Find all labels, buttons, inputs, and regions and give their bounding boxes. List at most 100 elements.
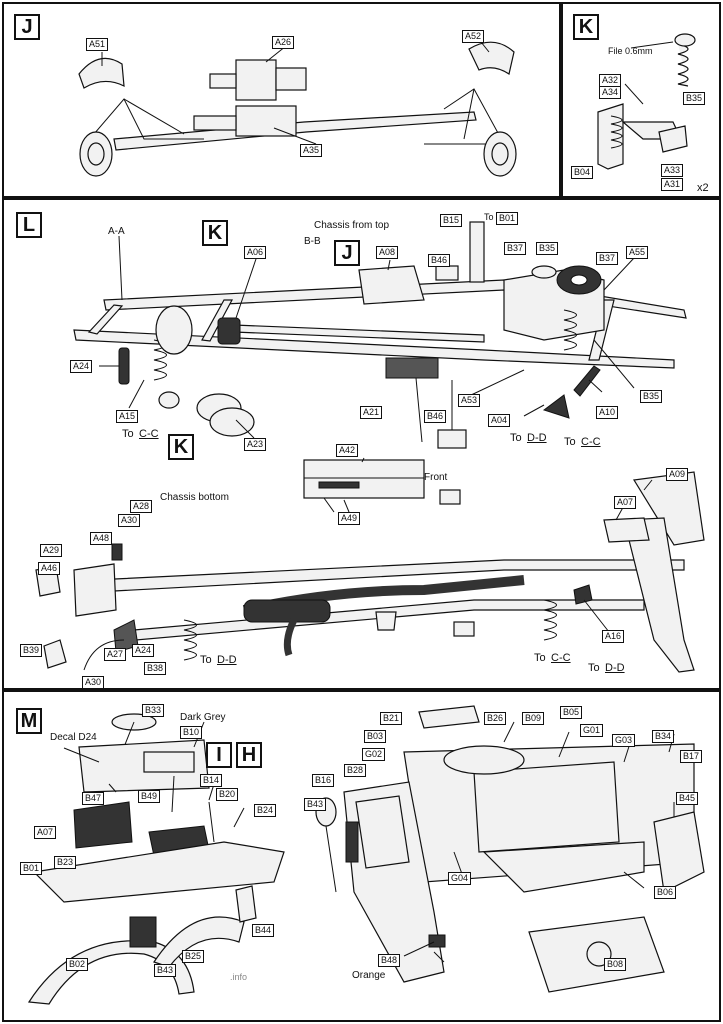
part-label: A04 [488, 414, 511, 427]
ref-target: C-C [581, 436, 601, 448]
ref-prefix: To [122, 428, 134, 440]
part-label: B05 [560, 706, 583, 719]
chassis-drawing [35, 221, 705, 673]
part-label: B46 [424, 410, 447, 423]
ref-prefix: To [564, 436, 576, 448]
ref-step-j: J [334, 240, 360, 266]
part-label: A26 [272, 36, 295, 49]
part-label: B35 [536, 242, 559, 255]
part-label: A07 [34, 826, 57, 839]
part-label: A24 [132, 644, 155, 657]
part-label: B16 [312, 774, 335, 787]
part-label: A31 [661, 178, 684, 191]
step-letter-l: L [16, 212, 42, 238]
ref-step-k: K [202, 220, 228, 246]
part-label: B48 [378, 954, 401, 967]
part-label: B01 [20, 862, 43, 875]
part-label: B49 [138, 790, 161, 803]
part-label: A53 [458, 394, 481, 407]
section-label-aa: A-A [108, 226, 125, 237]
step-letter-j: J [14, 14, 40, 40]
part-label: B25 [182, 950, 205, 963]
part-label: B44 [252, 924, 275, 937]
decal-note: Decal D24 [50, 732, 97, 743]
part-label: A46 [38, 562, 61, 575]
part-label: A55 [626, 246, 649, 259]
part-label: B38 [144, 662, 167, 675]
part-label: B35 [683, 92, 706, 105]
part-label: A52 [462, 30, 485, 43]
panel-k: K File 0.6mm A32 A34 B35 B04 A33 A31 x2 [561, 2, 721, 198]
ref-target: D-D [605, 662, 625, 674]
part-label: A27 [104, 648, 127, 661]
front-axle-assembly-drawing [78, 41, 517, 177]
part-label: B23 [54, 856, 77, 869]
part-label: A48 [90, 532, 113, 545]
ref-prefix: To [484, 212, 494, 222]
part-label: G01 [580, 724, 604, 737]
part-label: B33 [142, 704, 165, 717]
part-label: G04 [448, 872, 472, 885]
part-label: B03 [364, 730, 387, 743]
part-label: B34 [652, 730, 675, 743]
part-label: B09 [522, 712, 545, 725]
part-label: B35 [640, 390, 663, 403]
part-label: B17 [680, 750, 703, 763]
part-label: G02 [362, 748, 386, 761]
part-label: B04 [571, 166, 594, 179]
part-label: B26 [484, 712, 507, 725]
panel-j: J A51 A26 A52 A35 [2, 2, 561, 198]
part-label: A09 [666, 468, 689, 481]
part-label: B45 [676, 792, 699, 805]
quantity-note: x2 [697, 182, 709, 194]
step-letter-k: K [573, 14, 599, 40]
part-label: A06 [244, 246, 267, 259]
part-label: A10 [596, 406, 619, 419]
part-label: B37 [504, 242, 527, 255]
ref-target: D-D [527, 432, 547, 444]
part-label: B46 [428, 254, 451, 267]
part-label: B15 [440, 214, 463, 227]
part-label: B39 [20, 644, 43, 657]
view-title-bottom: Chassis bottom [160, 492, 229, 503]
step-letter-m: M [16, 708, 42, 734]
file-note: File 0.6mm [608, 46, 653, 56]
front-label: Front [424, 472, 448, 483]
color-note-orange: Orange [352, 970, 386, 981]
ref-target: C-C [551, 652, 571, 664]
part-label: A30 [118, 514, 141, 527]
part-label: A33 [661, 164, 684, 177]
part-label: B24 [254, 804, 277, 817]
part-label: A15 [116, 410, 139, 423]
panel-m: M [2, 690, 721, 1022]
ref-target: D-D [217, 654, 237, 666]
part-label: B06 [654, 886, 677, 899]
part-label: G03 [612, 734, 636, 747]
section-label-bb: B-B [304, 236, 321, 247]
ref-target: B01 [496, 212, 519, 225]
part-label: A51 [86, 38, 109, 51]
part-label: B43 [304, 798, 327, 811]
part-label: A29 [40, 544, 63, 557]
watermark-text: .info [230, 972, 248, 982]
part-label: A21 [360, 406, 383, 419]
ref-prefix: To [588, 662, 600, 674]
ref-step-h: H [236, 742, 262, 768]
part-label: A34 [599, 86, 622, 99]
part-label: A42 [336, 444, 359, 457]
view-title-top: Chassis from top [314, 220, 390, 231]
part-label: A07 [614, 496, 637, 509]
part-label: A28 [130, 500, 153, 513]
part-label: A49 [338, 512, 361, 525]
part-label: A08 [376, 246, 399, 259]
ref-step-i: I [206, 742, 232, 768]
ref-prefix: To [510, 432, 522, 444]
part-label: B20 [216, 788, 239, 801]
ref-step-k: K [168, 434, 194, 460]
part-label: B21 [380, 712, 403, 725]
part-label: A23 [244, 438, 267, 451]
part-label: A35 [300, 144, 323, 157]
panel-l: L [2, 198, 721, 690]
ref-prefix: To [200, 654, 212, 666]
part-label: B14 [200, 774, 223, 787]
